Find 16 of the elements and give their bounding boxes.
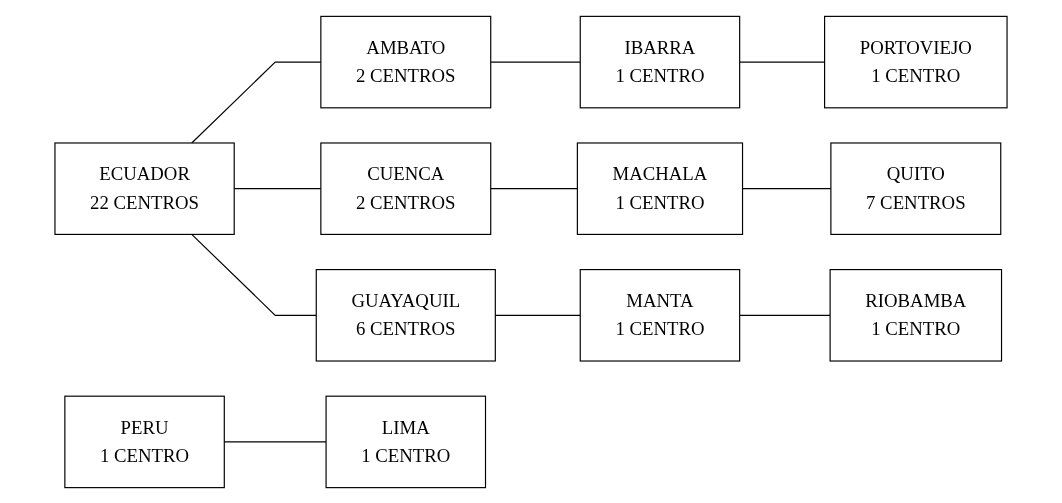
connector — [490, 187, 578, 189]
node-box: GUAYAQUIL 6 CENTROS — [315, 268, 496, 362]
node-box: LIMA 1 CENTRO — [325, 395, 487, 488]
connector — [191, 233, 317, 316]
node-box: CUENCA 2 CENTROS — [320, 141, 492, 235]
node-box: PERU 1 CENTRO — [64, 395, 225, 488]
node-box: MANTA 1 CENTRO — [579, 268, 741, 362]
node-box: MACHALA 1 CENTRO — [576, 141, 744, 235]
node-box: IBARRA 1 CENTRO — [579, 15, 741, 108]
node-box: ECUADOR 22 CENTROS — [54, 141, 235, 235]
connector — [739, 314, 831, 316]
node-box: AMBATO 2 CENTROS — [320, 15, 492, 108]
node-box: RIOBAMBA 1 CENTRO — [829, 268, 1003, 362]
node-box: PORTOVIEJO 1 CENTRO — [824, 15, 1008, 108]
node-box: QUITO 7 CENTROS — [830, 141, 1002, 235]
connector — [490, 61, 581, 63]
